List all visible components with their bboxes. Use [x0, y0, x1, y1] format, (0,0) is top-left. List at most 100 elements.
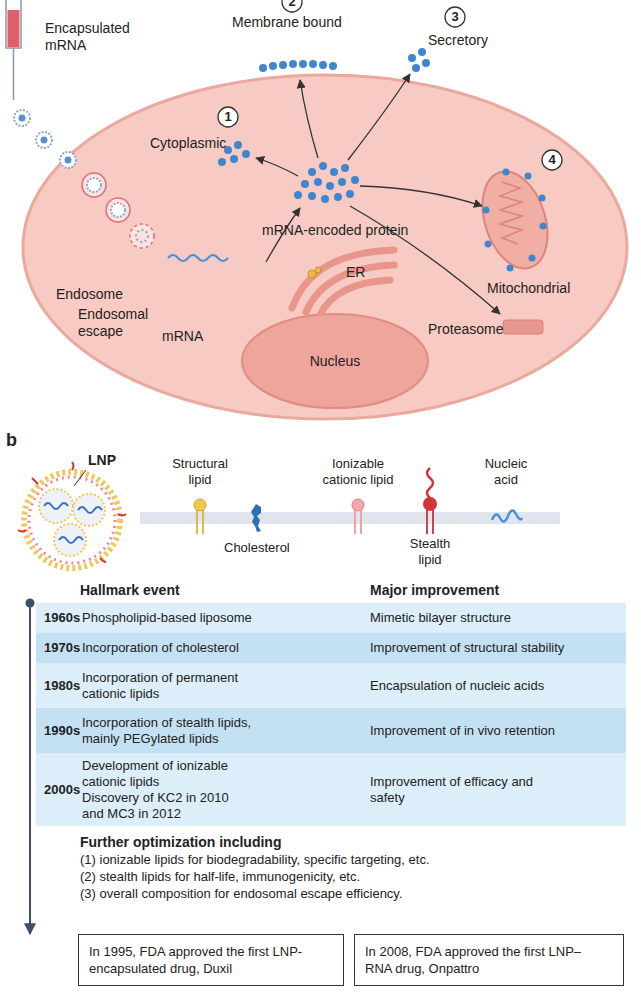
note-heading: Further optimization including — [80, 834, 281, 851]
part-label: mRNA-encoded protein — [262, 222, 408, 239]
peg-chain — [427, 468, 433, 498]
callout-ring — [282, 0, 302, 12]
arrow — [256, 158, 298, 176]
protein-dot — [269, 62, 277, 70]
improvement-text: Improvement of in vivo retention — [370, 723, 567, 739]
lnp-shell — [24, 472, 120, 568]
protein-dot — [334, 193, 342, 201]
callout-label: Membrane bound — [232, 14, 342, 31]
milestone-box: In 1995, FDA approved the first LNP-enca… — [78, 934, 344, 986]
lnp-particles — [14, 110, 228, 261]
event-cell: Phospholipid-based liposome — [82, 610, 370, 626]
pathway-arrows — [256, 74, 500, 314]
protein-dot — [330, 168, 338, 176]
endosome-membrane — [82, 173, 106, 197]
endosome-membrane — [130, 224, 154, 248]
protein-dot — [242, 150, 250, 158]
lipid-tail — [202, 510, 204, 534]
stealth-spike — [72, 462, 74, 470]
er-membrane — [320, 280, 390, 315]
protein-dot — [279, 61, 287, 69]
callout-number: 3 — [444, 6, 466, 28]
improvement-text: Mimetic bilayer structure — [370, 610, 567, 626]
component-label: Stealth lipid — [402, 536, 458, 567]
organelle-label: Nucleus — [240, 312, 430, 410]
part-label: mRNA — [162, 328, 203, 345]
mitochondrion — [471, 163, 559, 277]
protein-dot — [412, 64, 420, 72]
stealth-spike — [100, 558, 106, 562]
protein-dot — [301, 180, 309, 188]
ionizable-lipid-head — [352, 499, 364, 511]
column-header: Major improvement — [370, 582, 499, 599]
callout-ring — [218, 107, 238, 127]
event-text: Incorporation of stealth lipids, mainly … — [82, 715, 268, 747]
cell-body — [23, 75, 627, 419]
timeline-row: 1970sIncorporation of cholesterolImprove… — [36, 633, 626, 663]
leader-line — [74, 470, 86, 486]
protein-dot — [485, 241, 492, 248]
er-outline — [282, 236, 402, 316]
protein-dot — [503, 169, 510, 176]
protein-dot — [338, 178, 346, 186]
decade-label: 1960s — [36, 610, 82, 626]
timeline-row: 2000sDevelopment of ionizable cationic l… — [36, 753, 626, 826]
timeline-start — [26, 599, 35, 608]
callout-label: Secretory — [428, 32, 488, 49]
note-line: (3) overall composition for endosomal es… — [80, 886, 403, 902]
event-text: Development of ionizable cationic lipids — [82, 758, 268, 790]
lnp-particle — [111, 203, 125, 217]
event-text: Incorporation of permanent cationic lipi… — [82, 670, 268, 702]
protein-dot — [418, 48, 426, 56]
milestone-text: In 1995, FDA approved the first LNP-enca… — [89, 943, 314, 977]
protein-dot — [308, 168, 316, 176]
lnp-core — [39, 489, 73, 523]
syringe — [6, 0, 21, 100]
nucleic-acid-strand — [59, 537, 83, 543]
callout-circle: 4 — [541, 149, 563, 171]
timeline — [26, 599, 35, 935]
protein-dot — [321, 195, 329, 203]
lipid-tail — [426, 510, 428, 534]
protein-dot — [529, 255, 536, 262]
callout-circle: 1 — [217, 106, 239, 128]
timeline-arrow — [29, 603, 31, 934]
event-text: Incorporation of cholesterol — [82, 640, 268, 656]
ribosome — [315, 267, 321, 273]
callout-circle: 3 — [444, 6, 466, 28]
syringe-needle — [13, 48, 15, 100]
lipid-tail — [354, 510, 356, 534]
timeline-row: 1980sIncorporation of permanent cationic… — [36, 663, 626, 708]
lnp-particle — [87, 178, 101, 192]
mitochondrion-outer — [471, 163, 559, 277]
protein-dot — [299, 60, 307, 68]
column-header: Hallmark event — [80, 582, 180, 599]
protein-dot — [539, 195, 546, 202]
decade-label: 1980s — [36, 678, 82, 694]
protein-dot — [408, 54, 416, 62]
stealth-spike — [18, 530, 26, 532]
protein-dot — [309, 60, 317, 68]
lnp-shell-inner — [29, 477, 115, 563]
protein-dot — [319, 162, 327, 170]
part-label: Proteasome — [428, 321, 503, 338]
event-text: Discovery of KC2 in 2010 and MC3 in 2012 — [82, 790, 242, 822]
part-label: Endosome — [56, 286, 123, 303]
protein-dot — [230, 155, 238, 163]
lipid-tail — [360, 510, 362, 534]
protein-dot — [329, 62, 337, 70]
decade-label: 2000s — [36, 782, 82, 798]
stealth-spike — [32, 478, 38, 484]
arrow — [348, 74, 410, 160]
decade-label: 1990s — [36, 723, 82, 739]
cholesterol-molecule — [251, 504, 261, 532]
protein-dot — [218, 158, 226, 166]
event-text: Phospholipid-based liposome — [82, 610, 268, 626]
timeline-row: 1990sIncorporation of stealth lipids, ma… — [36, 708, 626, 753]
proteasome — [503, 320, 543, 334]
lipid-tail — [196, 510, 198, 534]
structural-lipid-head — [194, 499, 206, 511]
nucleic-acid-symbol — [492, 510, 522, 521]
protein-dot — [351, 176, 359, 184]
